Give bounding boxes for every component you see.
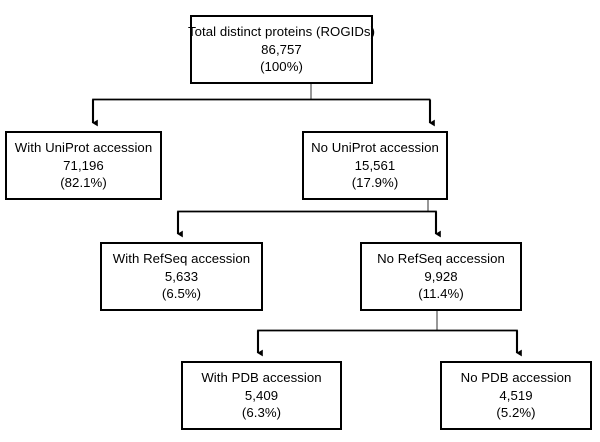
node-with-uniprot-title: With UniProt accession — [14, 140, 153, 156]
node-with-refseq-title: With RefSeq accession — [112, 251, 251, 267]
node-no-refseq-percent: (11.4%) — [418, 286, 464, 302]
connector-no-uniprot-split — [176, 200, 441, 238]
node-no-pdb-count: 4,519 — [499, 387, 533, 403]
node-no-uniprot: No UniProt accession 15,561 (17.9%) — [302, 131, 448, 200]
node-no-pdb-title: No PDB accession — [460, 370, 572, 386]
node-with-uniprot-percent: (82.1%) — [60, 175, 107, 191]
connector-total-split — [91, 84, 435, 127]
node-with-uniprot-count: 71,196 — [63, 157, 104, 173]
node-total-proteins-percent: (100%) — [260, 59, 303, 75]
node-with-refseq: With RefSeq accession 5,633 (6.5%) — [100, 242, 263, 311]
node-no-pdb-percent: (5.2%) — [496, 405, 536, 421]
node-with-pdb-title: With PDB accession — [201, 370, 322, 386]
node-no-uniprot-percent: (17.9%) — [351, 175, 399, 191]
node-no-refseq: No RefSeq accession 9,928 (11.4%) — [360, 242, 522, 311]
node-no-refseq-title: No RefSeq accession — [377, 251, 505, 267]
node-with-pdb-percent: (6.3%) — [241, 405, 282, 421]
node-total-proteins: Total distinct proteins (ROGIDs) 86,757 … — [188, 15, 376, 84]
node-with-pdb: With PDB accession 5,409 (6.3%) — [181, 361, 342, 430]
node-with-pdb-count: 5,409 — [244, 387, 279, 403]
node-no-uniprot-count: 15,561 — [354, 157, 396, 173]
node-total-proteins-title: Total distinct proteins (ROGIDs) — [188, 24, 376, 40]
node-no-refseq-count: 9,928 — [424, 268, 458, 284]
node-with-refseq-percent: (6.5%) — [161, 286, 202, 302]
node-with-refseq-count: 5,633 — [164, 268, 199, 284]
node-with-uniprot: With UniProt accession 71,196 (82.1%) — [5, 131, 162, 200]
node-total-proteins-count: 86,757 — [261, 41, 302, 57]
node-no-uniprot-title: No UniProt accession — [311, 140, 439, 156]
node-no-pdb: No PDB accession 4,519 (5.2%) — [440, 361, 592, 430]
connector-no-refseq-split — [256, 311, 522, 357]
